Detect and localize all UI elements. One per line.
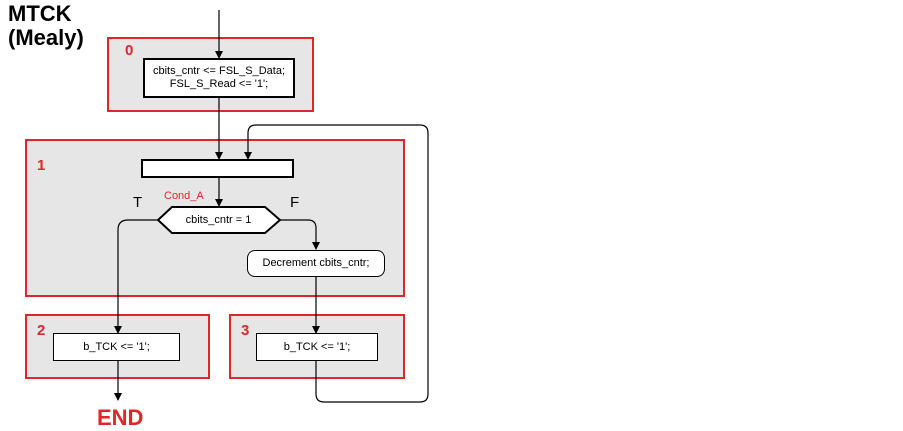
state-3-action-box: b_TCK <= '1'; — [256, 333, 378, 361]
true-branch-label: T — [133, 194, 143, 211]
state-0-number: 0 — [125, 42, 134, 59]
state-0-action-line2: FSL_S_Read <= '1'; — [169, 78, 269, 90]
end-label: END — [97, 405, 144, 430]
state-2-action-box: b_TCK <= '1'; — [53, 333, 180, 361]
state-3-number: 3 — [241, 322, 250, 339]
decision-label: cbits_cntr = 1 — [185, 214, 252, 226]
state-0-action-box: cbits_cntr <= FSL_S_Data; FSL_S_Read <= … — [143, 58, 295, 98]
state-0-action-line1: cbits_cntr <= FSL_S_Data; — [152, 65, 286, 77]
false-branch-label: F — [290, 194, 300, 211]
diagram-title-line1: MTCK — [8, 1, 72, 26]
loop-back-arrow — [244, 124, 429, 403]
state-1-entry-box — [141, 159, 294, 178]
state-2-number: 2 — [37, 322, 46, 339]
false-branch-arrow — [280, 219, 320, 250]
true-branch-arrow — [114, 219, 158, 334]
decrement-box: Decrement cbits_cntr; — [247, 250, 385, 277]
diagram-title-line2: (Mealy) — [8, 25, 84, 50]
decision-hexagon — [156, 206, 282, 234]
state-1-number: 1 — [37, 157, 46, 174]
condition-name: Cond_A — [164, 190, 204, 202]
